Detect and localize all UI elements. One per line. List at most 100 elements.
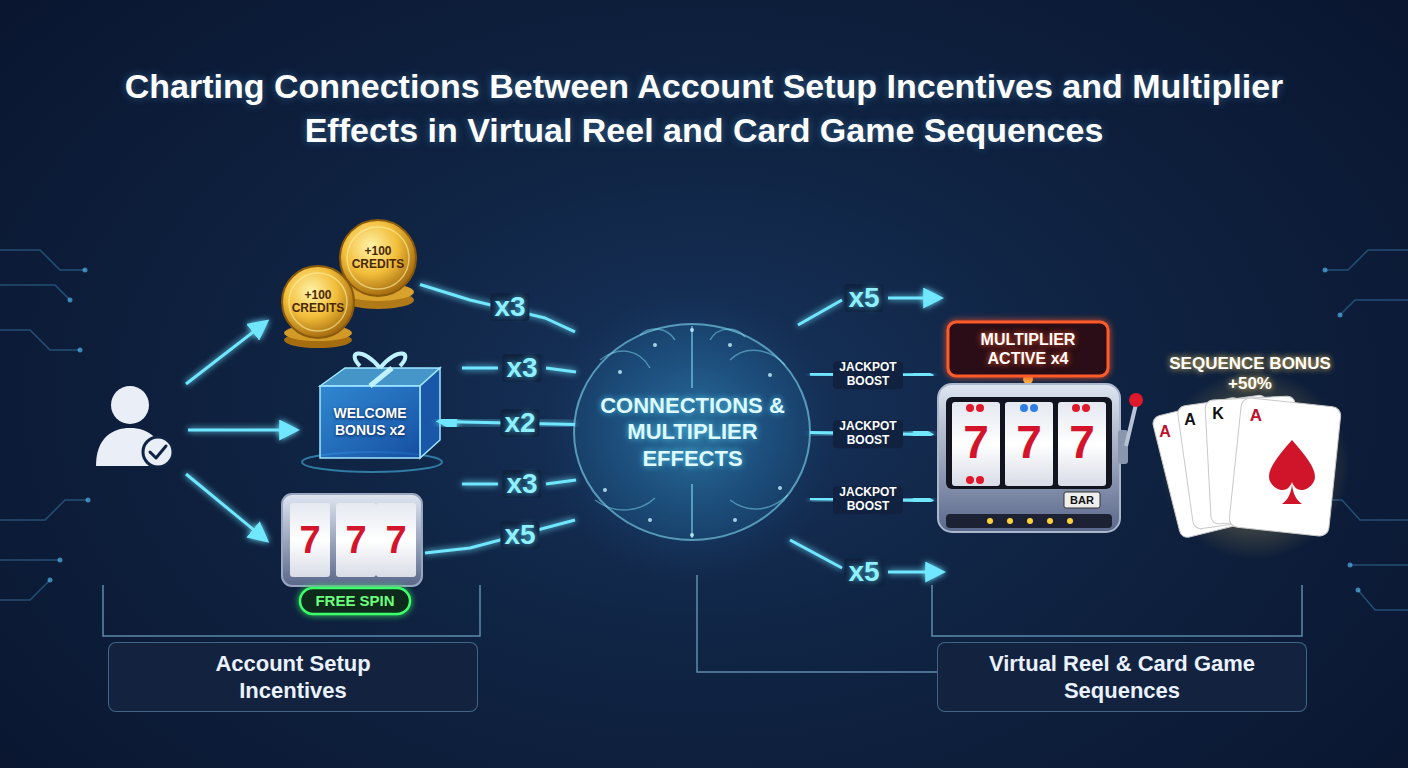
slot-machine — [1027, 518, 1033, 524]
user-arrows — [188, 429, 296, 432]
slot-machine — [948, 322, 1108, 376]
edge-label: x5 — [500, 521, 539, 549]
coin-stack — [282, 220, 416, 348]
coin-stack — [289, 273, 347, 331]
circuit-lines — [0, 580, 50, 600]
circuit-dots — [1348, 563, 1353, 568]
circuit-lines — [1358, 590, 1408, 610]
circuit-lines — [0, 559, 60, 561]
reel-icon — [336, 503, 376, 577]
circuit-dots — [48, 578, 53, 583]
slot-machine — [952, 402, 1000, 486]
playing-cards — [1151, 370, 1350, 560]
edge-label: x2 — [500, 409, 539, 437]
brain-icon — [653, 343, 657, 347]
brain-icon — [728, 343, 732, 347]
slot-machine — [1118, 430, 1128, 464]
circuit-dots — [1323, 268, 1328, 273]
user-icon — [143, 437, 173, 467]
coin-stack — [282, 266, 354, 338]
slot-machine — [946, 397, 1112, 489]
stub-lines — [462, 367, 498, 370]
slot-machine — [1020, 404, 1038, 412]
slot-machine — [938, 322, 1143, 532]
gift-box — [420, 368, 440, 458]
circuit-dots — [83, 268, 88, 273]
figure-label: 7 — [1016, 419, 1042, 465]
connector — [420, 285, 575, 332]
card-sequence-node: SEQUENCE BONUS +50% — [1148, 352, 1353, 540]
node-text: WELCOME BONUS x2 — [322, 405, 418, 439]
group-label-box: Virtual Reel & Card Game Sequences — [937, 642, 1307, 712]
edge-label: JACKPOT BOOST — [833, 361, 903, 389]
playing-cards — [1228, 397, 1341, 537]
slot-machine — [1064, 492, 1100, 508]
slot-machine — [987, 518, 993, 524]
node-text: MULTIPLIER ACTIVE x4 — [953, 330, 1103, 368]
circuit-dots — [58, 558, 63, 563]
slot-machine — [1058, 402, 1106, 486]
brain-icon — [690, 328, 694, 332]
group-brackets — [932, 585, 1302, 636]
node-text: +100 CREDITS — [289, 289, 347, 315]
brain-icon — [778, 486, 782, 490]
playing-cards — [1269, 440, 1315, 504]
figure-label: BAR — [1070, 495, 1094, 506]
brain-icon — [768, 373, 772, 377]
node-text: Account Setup Incentives — [183, 650, 403, 705]
reel-icon — [376, 503, 416, 577]
reel-icon — [290, 503, 330, 577]
stub-lines — [546, 480, 576, 484]
slot-machine — [976, 404, 984, 412]
node-text: CONNECTIONS & MULTIPLIER EFFECTS — [590, 393, 795, 472]
circuit-lines — [1350, 564, 1408, 566]
figure-label: A — [1159, 424, 1171, 440]
group-brackets — [697, 575, 937, 672]
figure-label: x3 — [502, 354, 541, 382]
stub-lines — [798, 300, 842, 325]
brain-icon — [733, 518, 737, 522]
slot-machine — [966, 404, 974, 412]
gift-box — [355, 353, 406, 368]
user-arrows — [186, 322, 266, 384]
circuit-lines — [0, 285, 70, 300]
stub-lines — [462, 483, 498, 486]
slot-machine — [1030, 404, 1038, 412]
stub-lines — [790, 540, 842, 568]
user-icon — [111, 386, 149, 424]
figure-label: x5 — [844, 284, 883, 312]
figure-label: x3 — [502, 470, 541, 498]
gift-badge: WELCOME BONUS x2 — [310, 352, 440, 464]
coin-badge: +100 CREDITS+100 CREDITS — [280, 232, 420, 337]
slot-machine — [1005, 402, 1053, 486]
slot-machine — [1047, 518, 1053, 524]
slot-machine — [1082, 404, 1090, 412]
figure-label: x5 — [844, 558, 883, 586]
slot-machine — [1007, 518, 1013, 524]
circuit-dots — [68, 298, 73, 303]
figure-label: A — [1184, 412, 1196, 428]
brain-icon — [603, 488, 607, 492]
brain-icon — [542, 285, 842, 585]
diagram-title: Charting Connections Between Account Set… — [104, 64, 1304, 152]
stub-lines — [888, 571, 942, 574]
stub-lines — [462, 298, 942, 572]
coin-stack — [347, 227, 409, 289]
circuit-lines — [0, 250, 85, 270]
slot-machine — [1126, 404, 1136, 446]
circuit-dots — [78, 348, 83, 353]
figure-label: 7 — [345, 521, 366, 559]
brain-icon — [648, 518, 652, 522]
figure-label: 7 — [299, 521, 320, 559]
slot-machine — [1020, 404, 1028, 412]
slot-machine — [987, 518, 1073, 524]
slot-machine — [1067, 518, 1073, 524]
group-brackets — [103, 585, 480, 636]
circuit-dots — [86, 498, 91, 503]
circuit-dots — [48, 268, 1361, 593]
slot-machine — [938, 384, 1120, 532]
figure-label: 7 — [385, 521, 406, 559]
slot-machine — [966, 476, 974, 484]
figure-label: 7 — [963, 419, 989, 465]
